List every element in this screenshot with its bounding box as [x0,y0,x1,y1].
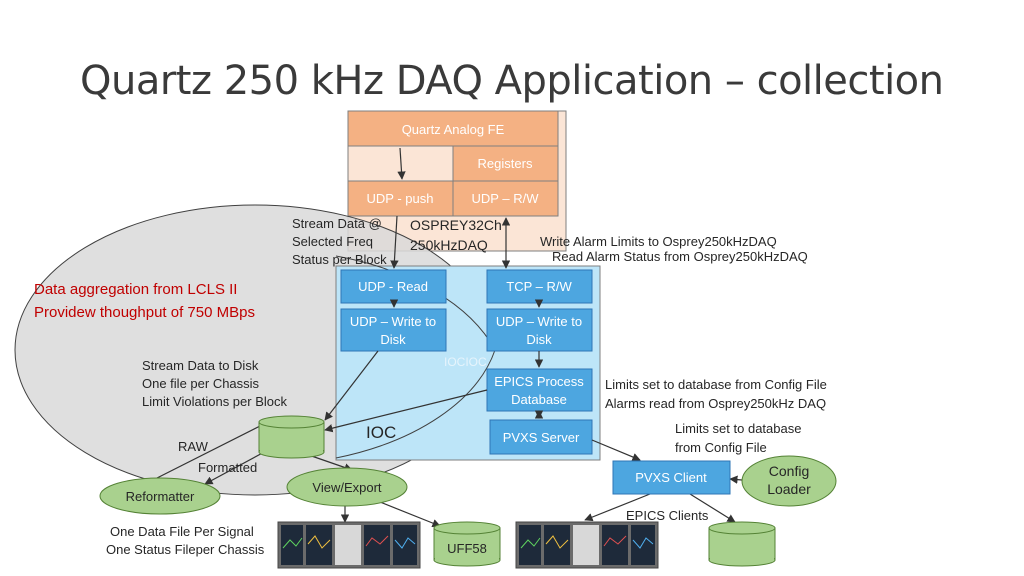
limits-db-note-line1: Limits set to database [675,421,801,436]
line-raw-db-to-raw [156,424,263,479]
client-database-icon [708,521,776,567]
disk-note-line1: Stream Data to Disk [142,358,259,373]
arrow-server-to-client [591,439,641,461]
tcp-rw-label: TCP – R/W [506,279,572,294]
stream-note-line3: Status per Block [292,252,387,267]
pvxs-server-label: PVXS Server [503,430,580,445]
formatted-label: Formatted [198,460,257,475]
file-note-line1: One Data File Per Signal [110,524,254,539]
view-export-node [286,467,408,507]
arrow-write-disk-to-raw-db [324,350,379,421]
epics-db-box [486,368,593,412]
view-export-label: View/Export [312,480,382,495]
config-loader-line1: Config [769,463,809,479]
config-loader-line2: Loader [767,481,811,497]
arrow-fe-to-udp-push [397,147,406,180]
disk-note-line3: Limit Violations per Block [142,394,287,409]
udp-read-label: UDP - Read [358,279,428,294]
epics-db-line2: Database [511,392,567,407]
limits-note-line2: Alarms read from Osprey250kHz DAQ [605,396,826,411]
config-loader-node [741,455,837,507]
osprey-label-line2: 250kHzDAQ [410,237,488,253]
arrow-view-to-uff58 [379,501,441,528]
udp-read-box [340,269,447,304]
ioc-ghost-label: IOCIOC [444,355,487,369]
uff58-database-icon [433,521,501,567]
reformatter-label: Reformatter [126,489,195,504]
registers-label: Registers [478,156,533,171]
epics-db-line1: EPICS Process [494,374,584,389]
arrow-udp-push-to-read [390,215,399,269]
raw-database-icon [258,415,325,459]
pvxs-client-label: PVXS Client [635,470,707,485]
fe-header: Quartz Analog FE [402,122,505,137]
arrow-db-write-to-raw-db [324,389,488,433]
udp-write-disk-box-2 [486,308,593,352]
limits-note-line1: Limits set to database from Config File [605,377,827,392]
read-alarm-note: Read Alarm Status from Osprey250kHzDAQ [552,249,808,264]
aggregation-line2: Providew thoughput of 750 MBps [34,304,255,321]
udp-write-disk-box-1 [340,308,447,352]
udp-push-label: UDP - push [367,191,434,206]
disk-note-line2: One file per Chassis [142,376,260,391]
fe-header-box [347,110,559,147]
udp-write-disk-2-line1: UDP – Write to [496,314,582,329]
monitor-screenshot-left [277,521,421,569]
udp-rw-box [452,180,559,217]
write-alarm-note: Write Alarm Limits to Osprey250kHzDAQ [540,234,777,249]
monitor-screenshot-right [515,521,659,569]
udp-push-box [347,180,454,217]
arrow-client-to-screen [584,493,651,522]
reformatter-node [99,477,221,515]
udp-write-disk-2-line2: Disk [526,332,552,347]
stream-note-line1: Stream Data @ [292,216,382,231]
arrow-raw-db-to-reformatter [204,449,269,485]
arrow-client-to-db [689,493,736,523]
limits-db-note-line2: from Config File [675,440,767,455]
file-note-line2: One Status Fileper Chassis [106,542,265,557]
uff58-label: UFF58 [447,541,487,556]
ioc-label: IOC [366,423,396,442]
osprey-label-line1: OSPREY32Ch [410,217,502,233]
page-title: Quartz 250 kHz DAQ Application – collect… [80,58,944,104]
pvxs-client-box [612,460,731,495]
udp-rw-label: UDP – R/W [472,191,540,206]
arrow-loader-to-client [729,475,743,484]
stream-note-line2: Selected Freq [292,234,373,249]
aggregation-line1: Data aggregation from LCLS II [34,281,237,298]
pvxs-server-box [489,419,593,455]
udp-write-disk-1-line1: UDP – Write to [350,314,436,329]
udp-write-disk-1-line2: Disk [380,332,406,347]
epics-clients-label: EPICS Clients [626,508,709,523]
raw-label: RAW [178,439,209,454]
